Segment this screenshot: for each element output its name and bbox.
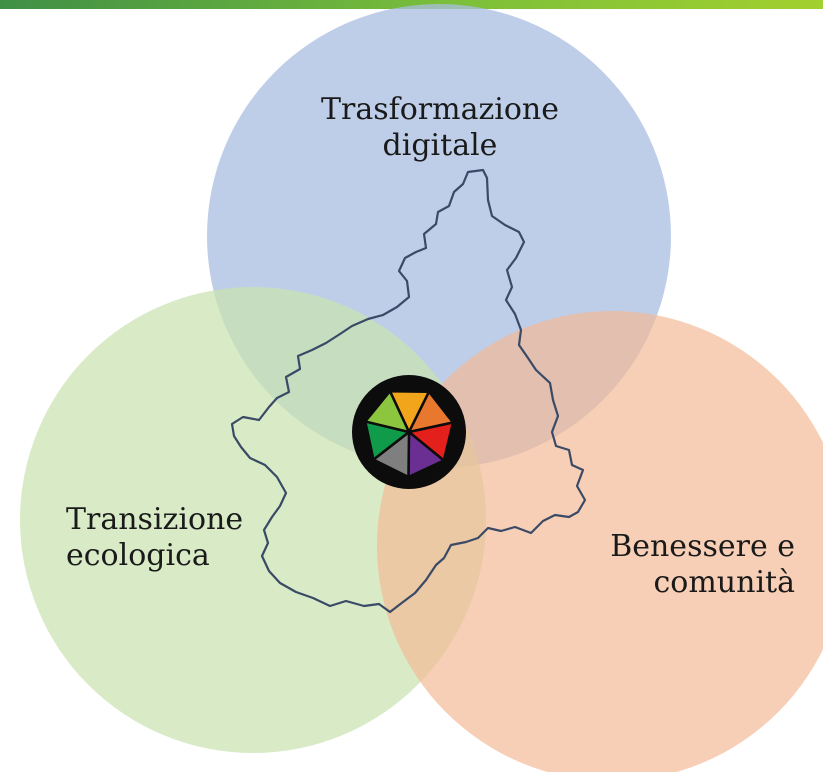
label-ecological-line1: Transizione <box>66 502 244 537</box>
region-outline <box>230 168 587 614</box>
label-wellbeing-line1: Benessere e <box>610 529 795 564</box>
label-ecological-transition: Transizione ecologica <box>66 502 243 574</box>
label-wellbeing-line2: comunità <box>653 565 796 600</box>
circle-wellbeing-community <box>377 311 823 772</box>
label-ecological-line2: ecologica <box>66 538 210 573</box>
label-digital-transformation: Trasformazione digitale <box>300 92 580 164</box>
label-digital-line1: Trasformazione <box>320 92 559 127</box>
central-emblem-icon <box>352 375 466 489</box>
header-accent-bar <box>0 0 823 9</box>
emblem-segment <box>364 389 411 434</box>
label-digital-line2: digitale <box>382 128 498 163</box>
label-wellbeing-community: Benessere e comunità <box>560 529 795 601</box>
